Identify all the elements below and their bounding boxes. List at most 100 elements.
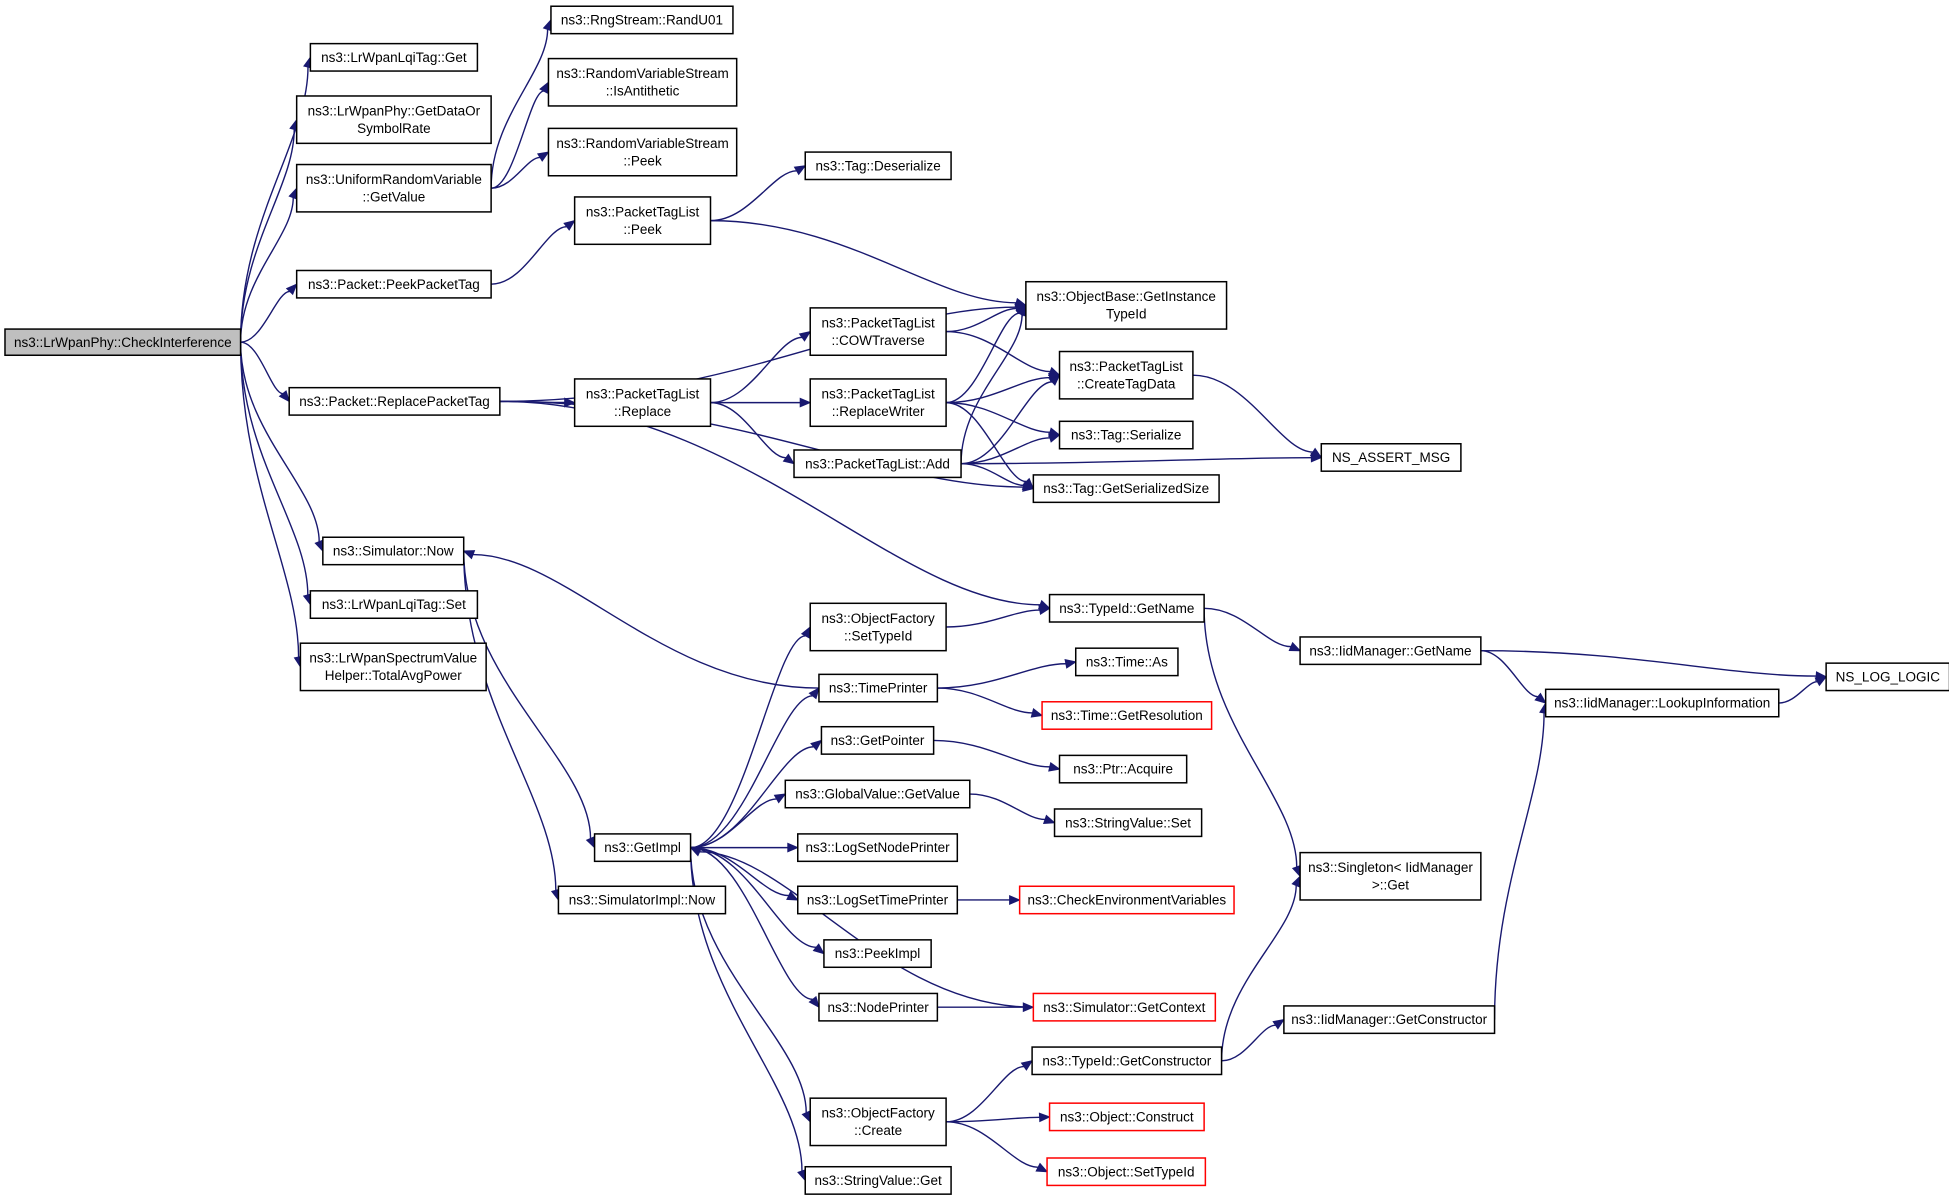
node-box[interactable] xyxy=(309,590,479,620)
node-box[interactable] xyxy=(1283,1005,1496,1035)
node-peekimpl[interactable]: ns3::PeekImpl xyxy=(823,939,932,969)
node-iidgetctor[interactable]: ns3::IidManager::GetConstructor xyxy=(1283,1005,1496,1035)
node-box[interactable] xyxy=(804,1165,952,1195)
node-box[interactable] xyxy=(295,163,492,213)
node-box[interactable] xyxy=(809,378,947,428)
node-ctd[interactable]: ns3::PacketTagList::CreateTagData xyxy=(1058,350,1194,400)
node-tidgetname[interactable]: ns3::TypeId::GetName xyxy=(1048,593,1205,623)
node-assertmsg[interactable]: NS_ASSERT_MSG xyxy=(1320,443,1462,472)
node-box[interactable] xyxy=(1544,688,1780,718)
node-box[interactable] xyxy=(1032,992,1217,1022)
node-timeres[interactable]: ns3::Time::GetResolution xyxy=(1041,701,1213,730)
node-checkenv[interactable]: ns3::CheckEnvironmentVariables xyxy=(1018,885,1235,915)
node-simimplnow[interactable]: ns3::SimulatorImpl::Now xyxy=(557,885,727,915)
node-box[interactable] xyxy=(1825,662,1949,692)
node-rvspeek[interactable]: ns3::RandomVariableStream::Peek xyxy=(547,127,738,177)
node-nslog[interactable]: NS_LOG_LOGIC xyxy=(1825,662,1949,692)
node-box[interactable] xyxy=(1032,474,1220,504)
node-box[interactable] xyxy=(547,127,738,177)
node-getimpl[interactable]: ns3::GetImpl xyxy=(593,833,692,863)
node-box[interactable] xyxy=(288,386,501,416)
node-ptlpeek[interactable]: ns3::PacketTagList::Peek xyxy=(573,196,712,246)
node-ptlreplace[interactable]: ns3::PacketTagList::Replace xyxy=(573,378,712,428)
node-tidgetctor[interactable]: ns3::TypeId::GetConstructor xyxy=(1031,1046,1223,1076)
node-totalavg[interactable]: ns3::LrWpanSpectrumValueHelper::TotalAvg… xyxy=(299,642,487,692)
node-timeas[interactable]: ns3::Time::As xyxy=(1074,647,1179,677)
node-ptracq[interactable]: ns3::Ptr::Acquire xyxy=(1058,754,1188,784)
node-box[interactable] xyxy=(593,833,692,863)
node-box[interactable] xyxy=(1048,593,1205,623)
node-getpointer[interactable]: ns3::GetPointer xyxy=(820,725,935,755)
node-tagdeser[interactable]: ns3::Tag::Deserialize xyxy=(804,151,952,181)
node-box[interactable] xyxy=(1058,350,1194,400)
node-box[interactable] xyxy=(1031,1046,1223,1076)
node-box[interactable] xyxy=(1299,636,1482,666)
node-box[interactable] xyxy=(1058,754,1188,784)
node-box[interactable] xyxy=(295,95,492,145)
node-box[interactable] xyxy=(804,151,952,181)
node-lookup[interactable]: ns3::IidManager::LookupInformation xyxy=(1544,688,1780,718)
node-box[interactable] xyxy=(797,833,959,863)
node-box[interactable] xyxy=(820,725,935,755)
node-objconstruct[interactable]: ns3::Object::Construct xyxy=(1048,1102,1205,1132)
node-box[interactable] xyxy=(299,642,487,692)
node-box[interactable] xyxy=(1053,808,1203,838)
node-box[interactable] xyxy=(793,449,962,479)
node-box[interactable] xyxy=(809,602,947,652)
node-lstp[interactable]: ns3::LogSetTimePrinter xyxy=(797,885,959,915)
node-box[interactable] xyxy=(573,378,712,428)
node-box[interactable] xyxy=(573,196,712,246)
node-box[interactable] xyxy=(1320,443,1462,472)
node-box[interactable] xyxy=(797,885,959,915)
node-randu01[interactable]: ns3::RngStream::RandU01 xyxy=(550,5,734,35)
node-box[interactable] xyxy=(1074,647,1179,677)
node-lqiset[interactable]: ns3::LrWpanLqiTag::Set xyxy=(309,590,479,620)
node-peekpt[interactable]: ns3::Packet::PeekPacketTag xyxy=(295,269,492,299)
node-tagser[interactable]: ns3::Tag::Serialize xyxy=(1058,420,1194,450)
node-urvget[interactable]: ns3::UniformRandomVariable::GetValue xyxy=(295,163,492,213)
node-objsettid[interactable]: ns3::Object::SetTypeId xyxy=(1046,1157,1207,1187)
node-box[interactable] xyxy=(809,307,947,357)
node-rwriter[interactable]: ns3::PacketTagList::ReplaceWriter xyxy=(809,378,947,428)
node-box[interactable] xyxy=(818,673,939,703)
node-lqiget[interactable]: ns3::LrWpanLqiTag::Get xyxy=(309,42,479,72)
node-box[interactable] xyxy=(823,939,932,969)
node-root[interactable]: ns3::LrWpanPhy::CheckInterference xyxy=(4,328,242,357)
node-box[interactable] xyxy=(809,1097,947,1147)
node-iidgetname[interactable]: ns3::IidManager::GetName xyxy=(1299,636,1482,666)
node-gvgetvalue[interactable]: ns3::GlobalValue::GetValue xyxy=(784,779,971,809)
node-nodeprinter[interactable]: ns3::NodePrinter xyxy=(818,992,939,1022)
node-box[interactable] xyxy=(1041,701,1213,730)
node-box[interactable] xyxy=(1048,1102,1205,1132)
node-box[interactable] xyxy=(309,42,479,72)
node-svset[interactable]: ns3::StringValue::Set xyxy=(1053,808,1203,838)
node-timeprinter[interactable]: ns3::TimePrinter xyxy=(818,673,939,703)
node-ofsettid[interactable]: ns3::ObjectFactory::SetTypeId xyxy=(809,602,947,652)
node-box[interactable] xyxy=(784,779,971,809)
node-box[interactable] xyxy=(1018,885,1235,915)
node-cow[interactable]: ns3::PacketTagList::COWTraverse xyxy=(809,307,947,357)
node-box[interactable] xyxy=(557,885,727,915)
node-box[interactable] xyxy=(4,328,242,357)
node-svget[interactable]: ns3::StringValue::Get xyxy=(804,1165,952,1195)
node-taggss[interactable]: ns3::Tag::GetSerializedSize xyxy=(1032,474,1220,504)
node-box[interactable] xyxy=(1058,420,1194,450)
node-isanti[interactable]: ns3::RandomVariableStream::IsAntithetic xyxy=(547,57,738,107)
node-ofcreate[interactable]: ns3::ObjectFactory::Create xyxy=(809,1097,947,1147)
node-simnow[interactable]: ns3::Simulator::Now xyxy=(322,536,465,566)
node-box[interactable] xyxy=(550,5,734,35)
node-box[interactable] xyxy=(1046,1157,1207,1187)
node-singleton[interactable]: ns3::Singleton< IidManager >::Get xyxy=(1299,851,1482,901)
node-box[interactable] xyxy=(547,57,738,107)
node-simgetctx[interactable]: ns3::Simulator::GetContext xyxy=(1032,992,1217,1022)
node-ptladd[interactable]: ns3::PacketTagList::Add xyxy=(793,449,962,479)
node-box[interactable] xyxy=(295,269,492,299)
node-lsnp[interactable]: ns3::LogSetNodePrinter xyxy=(797,833,959,863)
node-replacept[interactable]: ns3::Packet::ReplacePacketTag xyxy=(288,386,501,416)
node-box[interactable] xyxy=(1299,851,1482,901)
node-box[interactable] xyxy=(1025,280,1228,330)
node-box[interactable] xyxy=(818,992,939,1022)
node-box[interactable] xyxy=(322,536,465,566)
